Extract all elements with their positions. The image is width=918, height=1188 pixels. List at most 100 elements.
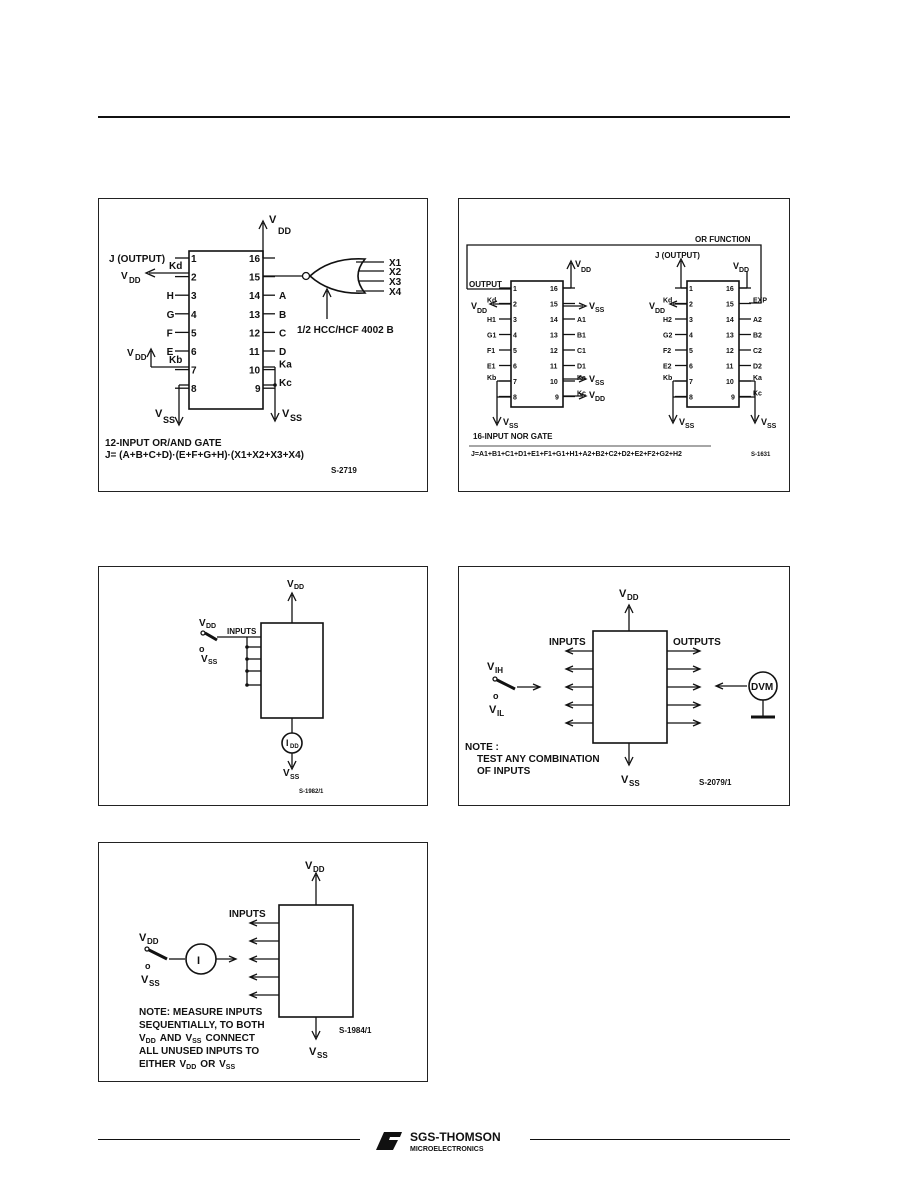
vss-bottom-label: V [309, 1046, 317, 1058]
footer-rule-right [530, 1139, 790, 1140]
pin-number-8: 8 [689, 395, 693, 402]
pin-label: H2 [663, 317, 672, 324]
note-line-2: OF INPUTS [477, 766, 531, 777]
pin-label: E [167, 347, 174, 358]
pin-number-14: 14 [726, 317, 734, 324]
pin-number-1: 1 [513, 286, 517, 293]
pin-number-16: 16 [249, 254, 261, 265]
pin-number-12: 12 [726, 348, 734, 355]
brand-sub: MICROELECTRONICS [410, 1146, 484, 1153]
caption-title: 12-INPUT OR/AND GATE [105, 438, 222, 449]
vss-switch-label: V [201, 654, 208, 665]
figure-code: S-2719 [331, 466, 357, 475]
pin-label: B [279, 310, 286, 321]
pin-label: D2 [753, 364, 762, 371]
note-line-4: ALL UNUSED INPUTS TO [139, 1046, 259, 1057]
pin-number-14: 14 [550, 317, 558, 324]
pin-number-2: 2 [513, 302, 517, 309]
pin-label: EXP [753, 298, 767, 305]
dut-box [592, 630, 668, 744]
vss-bottom-sub: SS [317, 1051, 328, 1060]
pin-number-2: 2 [689, 302, 693, 309]
vdd-left-label: V [121, 271, 128, 282]
pin-number-10: 10 [726, 379, 734, 386]
pin-label: A [279, 291, 286, 302]
vss-switch-sub: SS [208, 659, 218, 666]
input-arrow-icon [248, 973, 258, 981]
c2-vdd-label: V [733, 261, 739, 271]
pin-label: G2 [663, 333, 672, 340]
pin-number-16: 16 [550, 286, 558, 293]
pin-number-9: 9 [555, 395, 559, 402]
pin-number-5: 5 [191, 328, 197, 339]
footer-rule-left [98, 1139, 360, 1140]
input-arrows [564, 647, 593, 727]
figure-code: S-2079/1 [699, 778, 732, 787]
pin-label: E2 [663, 364, 672, 371]
pin-number-8: 8 [191, 384, 197, 395]
input-arrow-icon [248, 919, 258, 927]
vss-bottom-sub: SS [629, 779, 640, 788]
output-arrow-icon [692, 719, 702, 727]
c2-vdd-left: V [649, 301, 655, 311]
vss-a-sub: SS [163, 415, 175, 425]
header-rule [98, 116, 790, 118]
pin-number-6: 6 [191, 347, 197, 358]
pin-number-11: 11 [726, 364, 734, 371]
vss-bottom-label: V [621, 774, 629, 786]
pin-number-6: 6 [513, 364, 517, 371]
pin-label: C1 [577, 348, 586, 355]
vil-label: V [489, 704, 497, 716]
or-function-label: OR FUNCTION [695, 235, 751, 244]
ammeter-label: I [286, 738, 289, 748]
note-line-1: NOTE: MEASURE INPUTS [139, 1007, 263, 1018]
dvm-label: DVM [751, 682, 773, 693]
c2-vdd-sub: DD [739, 267, 749, 274]
vil-sub: IL [497, 709, 504, 718]
pin-number-8: 8 [513, 395, 517, 402]
pin-label: Ka [753, 375, 762, 382]
pin-number-7: 7 [191, 366, 197, 377]
c2-vdd-left-sub: DD [655, 308, 665, 315]
figure-4-diagram: V DD INPUTS OUTPUTS V IH o V IL DVM NOTE… [465, 588, 778, 788]
dut-box [260, 622, 324, 719]
pin-number-6: 6 [689, 364, 693, 371]
pin-label: Kd [487, 298, 496, 305]
vdd-top-sub: DD [278, 226, 291, 236]
outputs-label: OUTPUTS [673, 637, 721, 648]
pin-number-13: 13 [550, 333, 558, 340]
c1-vdd-sub: DD [581, 267, 591, 274]
c1-vss-bottom-sub: SS [509, 423, 519, 430]
pin-number-12: 12 [550, 348, 558, 355]
pin-number-1: 1 [689, 286, 693, 293]
pin-number-4: 4 [191, 310, 197, 321]
pin-label: D1 [577, 364, 586, 371]
pin-number-16: 16 [726, 286, 734, 293]
vdd-switch-sub: DD [206, 623, 216, 630]
vss-b-label: V [282, 408, 290, 420]
pin-label: F1 [487, 348, 495, 355]
output-arrow-icon [692, 683, 702, 691]
pin-number-9: 9 [255, 384, 261, 395]
pin-number-11: 11 [249, 347, 260, 358]
vdd-top-sub: DD [313, 865, 325, 874]
input-arrow-icon [564, 665, 574, 673]
vdd-top-label: V [269, 214, 277, 226]
gate-input-x2: X2 [389, 267, 402, 278]
vss-switch-label: V [141, 974, 149, 986]
vdd-top-label: V [287, 579, 294, 590]
j-output-label: J (OUTPUT) [655, 251, 700, 260]
pin-label: Kb [487, 375, 496, 382]
pin-number-10: 10 [550, 379, 558, 386]
pin-number-13: 13 [726, 333, 734, 340]
pin-label: G [167, 310, 175, 321]
pin-number-5: 5 [513, 348, 517, 355]
c1-vdd-left-sub: DD [477, 308, 487, 315]
pin-label: Kd [663, 298, 672, 305]
pin-label: Ka [279, 360, 292, 371]
figure-3-diagram: V DD INPUTS V DD o V SS I DD V SS S-1982… [199, 579, 324, 795]
pin-number-13: 13 [249, 310, 261, 321]
pin-label: Kc [279, 378, 292, 389]
